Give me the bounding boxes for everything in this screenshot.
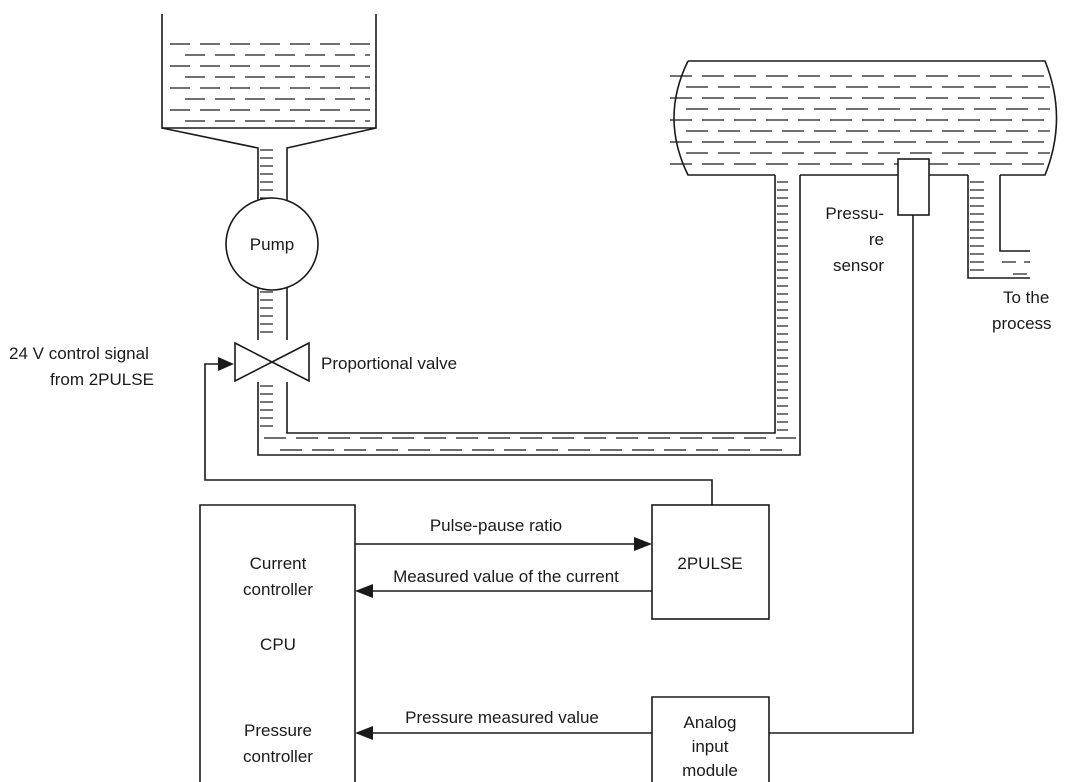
current-controller-line2: controller xyxy=(243,580,313,599)
proportional-valve: Proportional valve xyxy=(234,341,457,383)
measured-current-arrow xyxy=(355,584,373,598)
liquid-fill xyxy=(170,43,1050,451)
current-controller-line1: Current xyxy=(250,554,307,573)
pressure-measured-arrow xyxy=(355,726,373,740)
pulse-pause-label: Pulse-pause ratio xyxy=(430,516,562,535)
cpu-label: CPU xyxy=(260,635,296,654)
analog-input-module: Analog input module xyxy=(651,696,770,782)
pressure-controller-line1: Pressure xyxy=(244,721,312,740)
to-process-label: To the process xyxy=(992,288,1052,333)
control-signal-line2: from 2PULSE xyxy=(50,370,154,389)
measured-current-label: Measured value of the current xyxy=(393,567,619,586)
cpu-block: Current controller CPU Pressure controll… xyxy=(199,504,356,782)
pump: Pump xyxy=(225,197,319,291)
signal-lines: Pulse-pause ratio Measured value of the … xyxy=(204,215,914,740)
sensor-label-line2: re xyxy=(869,230,884,249)
control-signal-line1: 24 V control signal xyxy=(9,344,149,363)
pressure-vessel xyxy=(673,60,1058,279)
pulse-module-label: 2PULSE xyxy=(677,554,742,573)
pressure-measured-label: Pressure measured value xyxy=(405,708,599,727)
pulse-pause-arrow xyxy=(634,537,652,551)
sensor-label-line1: Pressu- xyxy=(825,204,884,223)
supply-tank xyxy=(161,14,377,129)
to-process-line1: To the xyxy=(1003,288,1049,307)
control-signal-arrow xyxy=(218,357,234,371)
supply-pipe xyxy=(161,127,801,456)
analog-label-line1: Analog xyxy=(684,713,737,732)
sensor-signal-line xyxy=(769,215,914,734)
to-process-line2: process xyxy=(992,314,1052,333)
control-signal-label: 24 V control signal from 2PULSE xyxy=(9,344,154,389)
control-signal-line xyxy=(204,363,713,505)
pressure-sensor: Pressu- re sensor xyxy=(825,158,930,275)
analog-label-line2: input xyxy=(692,737,729,756)
analog-label-line3: module xyxy=(682,761,738,780)
valve-label: Proportional valve xyxy=(321,354,457,373)
pump-label: Pump xyxy=(250,235,294,254)
sensor-label-line3: sensor xyxy=(833,256,884,275)
pressure-controller-line2: controller xyxy=(243,747,313,766)
pulse-module: 2PULSE xyxy=(651,504,770,620)
